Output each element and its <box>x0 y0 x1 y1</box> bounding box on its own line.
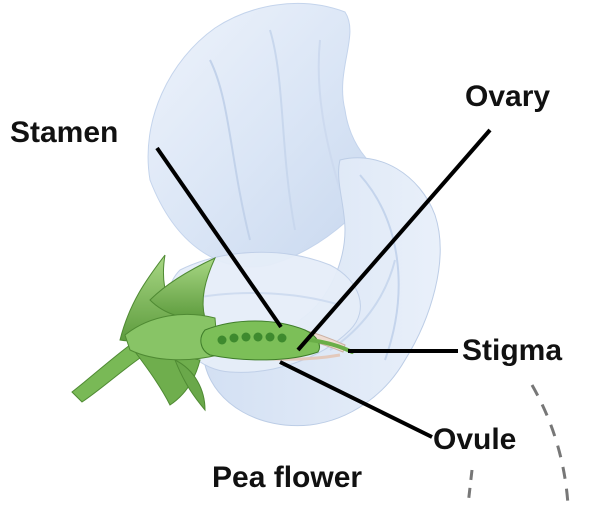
diagram-caption: Pea flower <box>212 463 362 493</box>
stigma-label: Stigma <box>462 336 562 366</box>
ovule-label: Ovule <box>433 425 516 455</box>
dashed-curve <box>468 470 472 505</box>
ovary-label: Ovary <box>465 82 550 112</box>
stamen-label: Stamen <box>10 118 118 148</box>
dashed-curve <box>532 385 568 505</box>
stem <box>72 345 140 402</box>
